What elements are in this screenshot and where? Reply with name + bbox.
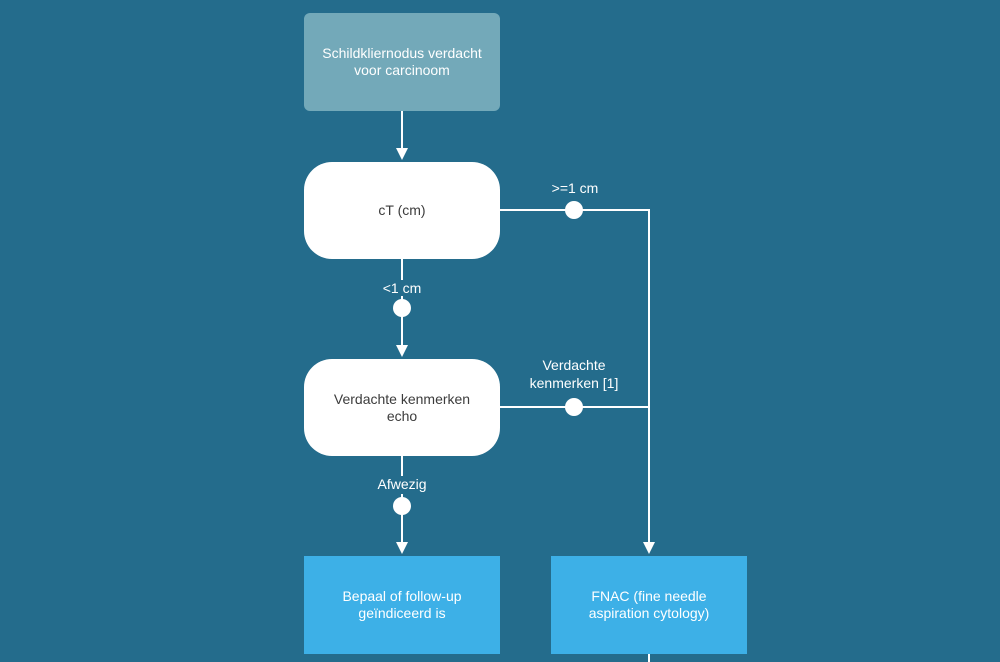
- edge-label-size-small: <1 cm: [382, 280, 422, 296]
- action-node-fnac-label: FNAC (fine needle aspiration cytology): [588, 588, 710, 621]
- junction-dot-size-small: [393, 299, 411, 317]
- decision-node-echo-features-label: Verdachte kenmerken echo: [333, 390, 471, 424]
- edge-ct-to-fnac: [500, 209, 655, 554]
- junction-dot-echo-suspicious: [565, 398, 583, 416]
- start-node-label: Schildkliernodus verdacht voor carcinoom: [322, 45, 482, 78]
- decision-node-ct-size[interactable]: cT (cm): [304, 162, 500, 259]
- action-node-followup-label: Bepaal of follow-up geïndiceerd is: [342, 588, 462, 621]
- edge-label-echo-suspicious: Verdachte kenmerken [1]: [529, 357, 619, 391]
- start-node[interactable]: Schildkliernodus verdacht voor carcinoom: [304, 13, 500, 111]
- action-node-followup[interactable]: Bepaal of follow-up geïndiceerd is: [304, 556, 500, 654]
- junction-dot-echo-absent: [393, 497, 411, 515]
- action-node-fnac[interactable]: FNAC (fine needle aspiration cytology): [551, 556, 747, 654]
- decision-node-echo-features[interactable]: Verdachte kenmerken echo: [304, 359, 500, 456]
- decision-node-ct-size-label: cT (cm): [378, 202, 426, 218]
- edge-label-size-large: >=1 cm: [551, 180, 599, 196]
- edge-label-echo-absent: Afwezig: [377, 476, 427, 492]
- junction-dot-size-large: [565, 201, 583, 219]
